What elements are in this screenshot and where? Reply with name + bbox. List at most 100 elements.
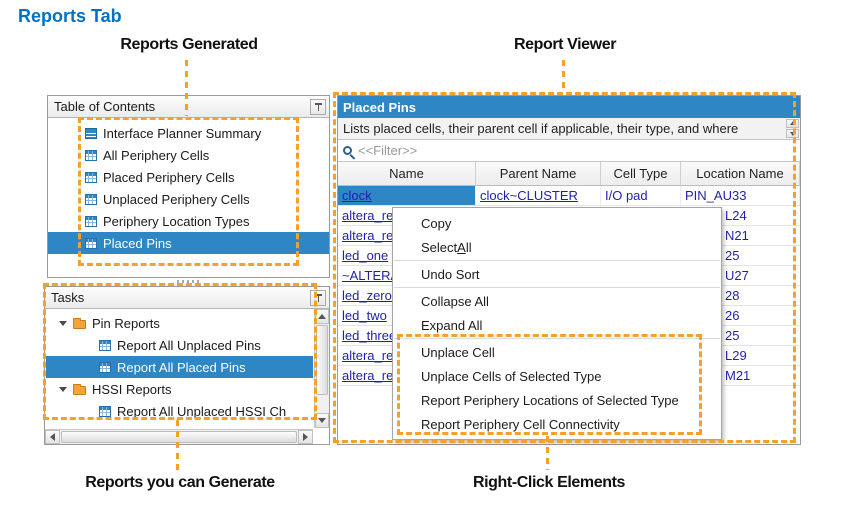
- table-of-contents-panel: Table of Contents Interface Planner Summ…: [47, 95, 330, 278]
- expand-arrow-icon[interactable]: [59, 386, 67, 396]
- scrollbar-thumb[interactable]: [316, 325, 328, 395]
- report-viewer-title: Placed Pins: [343, 99, 416, 115]
- tasks-horizontal-scrollbar[interactable]: [45, 429, 313, 444]
- task-item-label: Report All Unplaced HSSI Ch: [117, 403, 287, 419]
- cell-location-name[interactable]: PIN_AU33: [681, 186, 800, 205]
- expand-arrow-icon[interactable]: [59, 320, 67, 330]
- callout-report-viewer: Report Viewer: [513, 36, 617, 53]
- arrow-right-icon: [303, 433, 312, 441]
- tasks-vertical-scrollbar[interactable]: [314, 309, 329, 428]
- cell-location-name[interactable]: U27: [725, 268, 749, 283]
- tasks-pin-button[interactable]: [310, 289, 326, 306]
- toc-panel-title: Table of Contents: [54, 99, 156, 114]
- scroll-right-button[interactable]: [298, 430, 313, 444]
- search-icon: [343, 146, 352, 155]
- menu-item-unplace-cell[interactable]: Unplace Cell: [421, 344, 495, 360]
- toc-item-unplaced-periphery-cells[interactable]: Unplaced Periphery Cells: [48, 188, 329, 210]
- task-item-label: HSSI Reports: [92, 381, 172, 397]
- menu-item-undo-sort[interactable]: Undo Sort: [421, 266, 480, 282]
- cell-location-name[interactable]: L24: [725, 208, 747, 223]
- splitter-handle[interactable]: [177, 280, 199, 283]
- table-icon: [85, 215, 97, 227]
- menu-item-expand-all[interactable]: Expand All: [421, 317, 483, 333]
- toc-item-placed-pins[interactable]: Placed Pins: [48, 232, 329, 254]
- table-icon: [85, 171, 97, 183]
- toc-item-all-periphery-cells[interactable]: All Periphery Cells: [48, 144, 329, 166]
- cell-location-name[interactable]: 28: [725, 288, 740, 303]
- connector-right-click-elements: [546, 436, 549, 470]
- scrollbar-thumb[interactable]: [61, 431, 297, 443]
- scroll-down-button[interactable]: [786, 129, 799, 138]
- toc-item-interface-planner-summary[interactable]: Interface Planner Summary: [48, 122, 329, 144]
- cell-location-name[interactable]: L29: [725, 348, 747, 363]
- scroll-down-button[interactable]: [315, 413, 329, 428]
- toc-pin-button[interactable]: [310, 98, 326, 115]
- menu-item-unplace-cells-of-selected-type[interactable]: Unplace Cells of Selected Type: [421, 368, 602, 384]
- menu-item-report-periphery-cell-connectivity[interactable]: Report Periphery Cell Connectivity: [421, 416, 620, 432]
- filter-input[interactable]: [358, 143, 795, 158]
- toc-item-label: Placed Pins: [103, 235, 172, 251]
- toc-item-placed-periphery-cells[interactable]: Placed Periphery Cells: [48, 166, 329, 188]
- cell-name[interactable]: clock: [338, 186, 476, 205]
- connector-reports-generated: [185, 60, 188, 116]
- task-item-report-all-unplaced-pins[interactable]: Report All Unplaced Pins: [46, 334, 313, 356]
- column-header-location-name[interactable]: Location Name: [681, 162, 800, 185]
- cell-location-name[interactable]: N21: [725, 228, 749, 243]
- arrow-up-icon: [318, 310, 326, 319]
- callout-reports-you-can-generate: Reports you can Generate: [85, 474, 275, 491]
- menu-separator: [394, 287, 720, 288]
- menu-item-collapse-all[interactable]: Collapse All: [421, 293, 489, 309]
- folder-icon: [73, 383, 86, 395]
- task-item-report-all-placed-pins[interactable]: Report All Placed Pins: [46, 356, 313, 378]
- task-item-label: Report All Placed Pins: [117, 359, 246, 375]
- menu-item-report-periphery-locations-of-selected-type[interactable]: Report Periphery Locations of Selected T…: [421, 392, 679, 408]
- toc-item-label: Interface Planner Summary: [103, 125, 262, 141]
- toc-item-periphery-location-types[interactable]: Periphery Location Types: [48, 210, 329, 232]
- scroll-up-button[interactable]: [315, 309, 329, 324]
- connector-reports-you-can-generate: [176, 420, 179, 470]
- column-header-name[interactable]: Name: [338, 162, 476, 185]
- connector-report-viewer: [562, 60, 565, 92]
- description-scrollbar[interactable]: [786, 119, 799, 139]
- toc-item-label: Placed Periphery Cells: [103, 169, 235, 185]
- folder-icon: [73, 317, 86, 329]
- task-item-hssi-reports[interactable]: HSSI Reports: [46, 378, 313, 400]
- pin-icon: [314, 293, 323, 303]
- cell-parent-name[interactable]: clock~CLUSTER: [476, 186, 601, 205]
- tasks-panel-header: Tasks: [45, 287, 329, 309]
- table-icon: [85, 193, 97, 205]
- menu-separator: [394, 338, 720, 339]
- cell-location-name[interactable]: 25: [725, 248, 740, 263]
- task-item-pin-reports[interactable]: Pin Reports: [46, 312, 313, 334]
- report-description-bar: Lists placed cells, their parent cell if…: [338, 118, 800, 140]
- toc-item-label: Unplaced Periphery Cells: [103, 191, 250, 207]
- cell-cell-type[interactable]: I/O pad: [601, 186, 681, 205]
- toc-item-label: All Periphery Cells: [103, 147, 210, 163]
- cell-location-name[interactable]: 26: [725, 308, 740, 323]
- callout-right-click-elements: Right-Click Elements: [472, 474, 626, 491]
- menu-item-copy[interactable]: Copy: [421, 215, 452, 231]
- column-header-cell-type[interactable]: Cell Type: [601, 162, 681, 185]
- arrow-down-icon: [789, 132, 796, 139]
- task-item-label: Pin Reports: [92, 315, 160, 331]
- cell-location-name[interactable]: 25: [725, 328, 740, 343]
- page-title: Reports Tab: [18, 6, 122, 26]
- task-item-report-all-unplaced-hssi-ch[interactable]: Report All Unplaced HSSI Ch: [46, 400, 313, 422]
- scroll-up-button[interactable]: [786, 119, 799, 128]
- toc-panel-header: Table of Contents: [48, 96, 329, 118]
- cell-location-name[interactable]: M21: [725, 368, 751, 383]
- task-item-label: Report All Unplaced Pins: [117, 337, 261, 353]
- callout-reports-generated: Reports Generated: [120, 36, 258, 53]
- scroll-left-button[interactable]: [45, 430, 60, 444]
- arrow-down-icon: [318, 418, 326, 427]
- toc-item-label: Periphery Location Types: [103, 213, 250, 229]
- column-header-parent-name[interactable]: Parent Name: [476, 162, 601, 185]
- filter-bar: [338, 140, 800, 162]
